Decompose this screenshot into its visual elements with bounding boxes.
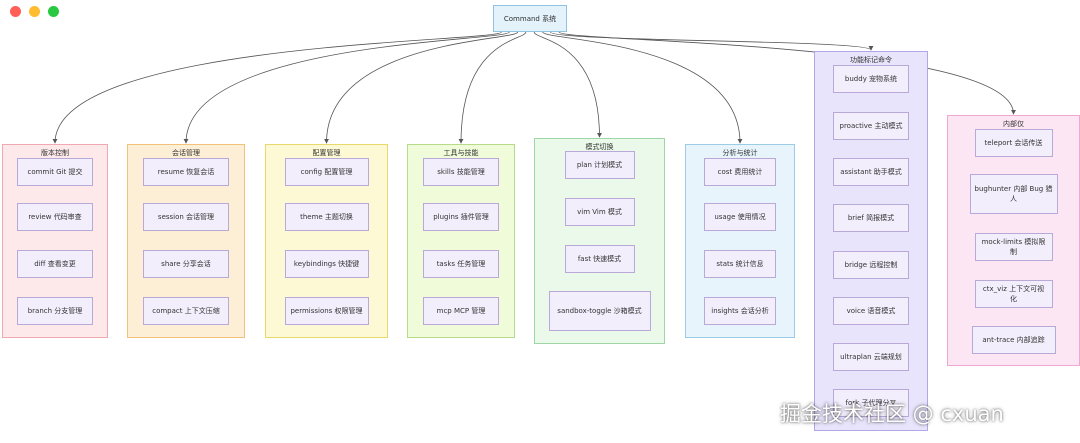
group-title: 模式切换 <box>585 143 614 151</box>
command-node[interactable]: keybindings 快捷键 <box>284 250 369 278</box>
command-node[interactable]: bridge 远程控制 <box>833 251 909 279</box>
command-node[interactable]: mcp MCP 管理 <box>423 297 499 325</box>
group-title: 会话管理 <box>172 149 200 157</box>
command-node[interactable]: teleport 会话传送 <box>974 129 1053 157</box>
command-node[interactable]: diff 查看变更 <box>17 250 93 278</box>
command-node[interactable]: ant-trace 内部追踪 <box>971 326 1056 354</box>
command-node[interactable]: mock-limits 模拟限制 <box>974 233 1053 261</box>
close-window-icon[interactable] <box>10 6 21 17</box>
command-node[interactable]: theme 主题切换 <box>284 203 369 231</box>
command-node[interactable]: sandbox-toggle 沙箱模式 <box>548 291 651 331</box>
group-title: 功能标记命令 <box>850 56 892 64</box>
command-node[interactable]: fork 子代理分叉 <box>833 389 909 417</box>
command-node[interactable]: permissions 权限管理 <box>284 297 369 325</box>
command-node[interactable]: tasks 任务管理 <box>423 250 499 278</box>
command-node[interactable]: usage 使用情况 <box>704 203 776 231</box>
command-node[interactable]: config 配置管理 <box>284 158 369 186</box>
window-controls <box>10 6 59 17</box>
command-node[interactable]: plugins 插件管理 <box>423 203 499 231</box>
edge-line <box>52 31 502 144</box>
command-node[interactable]: stats 统计信息 <box>704 250 776 278</box>
command-node[interactable]: cost 费用统计 <box>704 158 776 186</box>
command-node[interactable]: bughunter 内部 Bug 猎人 <box>969 174 1058 214</box>
command-node[interactable]: fast 快速模式 <box>564 245 635 273</box>
group-title: 版本控制 <box>41 149 69 157</box>
minimize-window-icon[interactable] <box>29 6 40 17</box>
command-node[interactable]: skills 技能管理 <box>423 158 499 186</box>
command-node[interactable]: session 会话管理 <box>143 203 229 231</box>
command-node[interactable]: vim Vim 模式 <box>564 198 635 226</box>
command-node[interactable]: buddy 宠物系统 <box>833 65 909 93</box>
edge-line <box>550 31 874 51</box>
command-node[interactable]: voice 语音模式 <box>833 297 909 325</box>
watermark: 掘金技术社区 @ cxuan <box>780 402 1004 426</box>
command-node[interactable]: review 代码审查 <box>17 203 93 231</box>
command-node[interactable]: insights 会话分析 <box>704 297 776 325</box>
command-node[interactable]: compact 上下文压缩 <box>143 297 229 325</box>
command-node[interactable]: share 分享会话 <box>143 250 229 278</box>
command-node[interactable]: proactive 主动模式 <box>833 112 909 140</box>
command-node[interactable]: ctx_viz 上下文可视化 <box>974 280 1053 308</box>
group-title: 工具与技能 <box>443 149 479 157</box>
group-6: 功能标记命令 <box>814 51 928 431</box>
command-node[interactable]: ultraplan 云端规划 <box>833 343 909 371</box>
command-node[interactable]: assistant 助手模式 <box>833 158 909 186</box>
edge-line <box>458 31 527 144</box>
maximize-window-icon[interactable] <box>48 6 59 17</box>
edge-line <box>533 31 602 138</box>
group-title: 配置管理 <box>312 149 341 157</box>
edge-line <box>324 31 519 144</box>
group-title: 内部仅 <box>1003 120 1024 128</box>
edge-line <box>558 31 1016 115</box>
edge-line <box>183 31 510 144</box>
command-node[interactable]: commit Git 提交 <box>17 158 93 186</box>
command-node[interactable]: brief 简报模式 <box>833 204 909 232</box>
command-node[interactable]: branch 分支管理 <box>17 297 93 325</box>
group-title: 分析与统计 <box>722 149 758 157</box>
command-node[interactable]: resume 恢复会话 <box>143 158 229 186</box>
command-node[interactable]: plan 计划模式 <box>564 151 635 179</box>
root-node[interactable]: Command 系统 <box>493 5 567 32</box>
edge-line <box>542 31 743 144</box>
